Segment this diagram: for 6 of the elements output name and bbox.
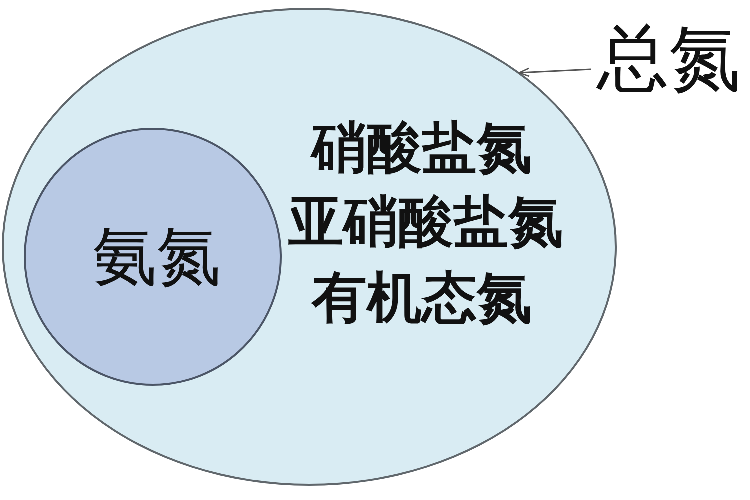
- label: 亚硝酸盐氮: [288, 194, 564, 250]
- label: 氨氮: [93, 225, 221, 289]
- label: 硝酸盐氮: [312, 120, 532, 176]
- label: 有机态氮: [312, 270, 532, 326]
- arrow: [518, 68, 592, 78]
- callout-label: 总氮: [597, 22, 741, 94]
